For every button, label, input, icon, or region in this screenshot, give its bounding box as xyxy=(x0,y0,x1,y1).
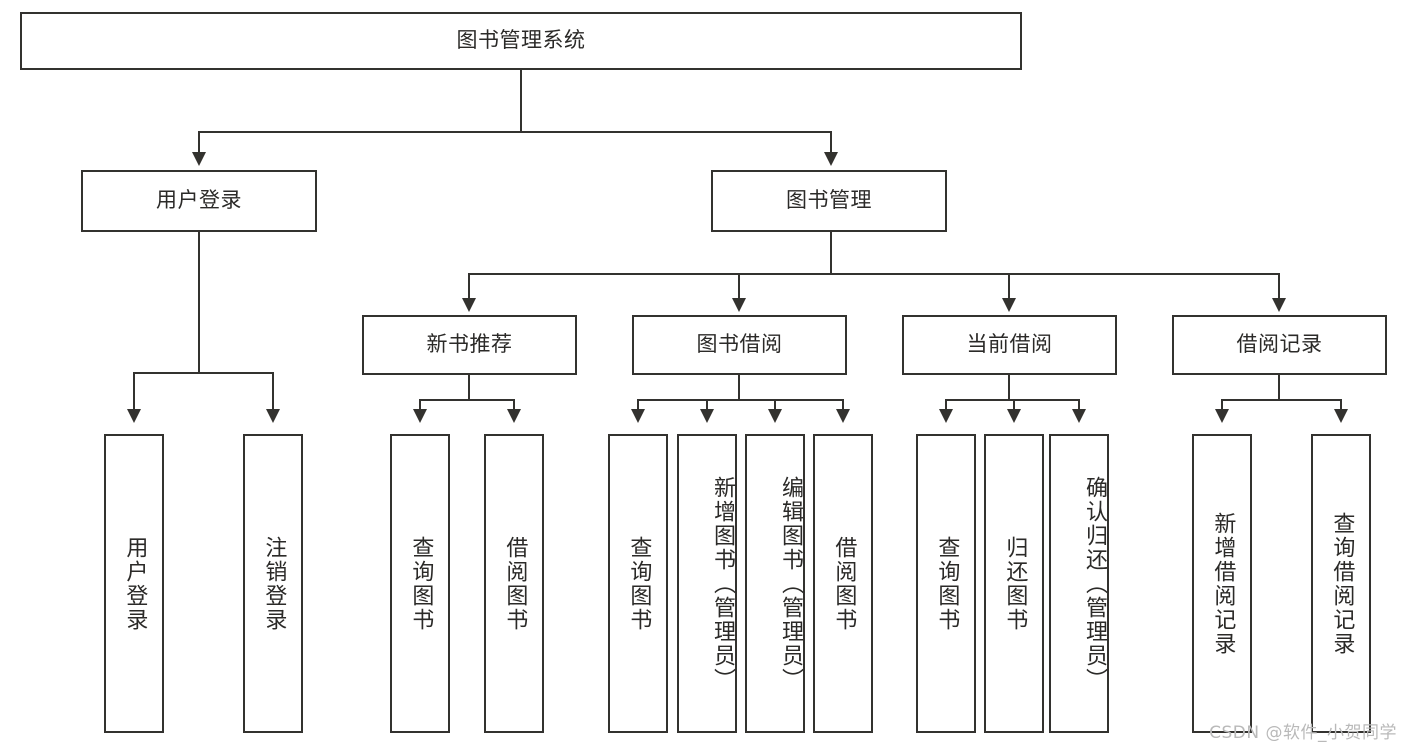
node-leaf-borrow-book-2[interactable]: 借阅图书 xyxy=(813,434,873,733)
connector-root-to-user-login xyxy=(198,131,200,156)
node-current-borrow[interactable]: 当前借阅 xyxy=(902,315,1117,375)
arrow-to-borrow-record xyxy=(1272,298,1286,312)
watermark-text: CSDN @软件_小贺同学 xyxy=(1209,723,1397,743)
arrow-current-borrow-leaf2 xyxy=(1007,409,1021,423)
connector-to-book-borrow xyxy=(738,273,740,301)
connector-new-book-leaf1 xyxy=(419,399,421,411)
connector-root-bus xyxy=(198,131,832,133)
connector-user-login-stem xyxy=(198,232,200,373)
arrow-to-current-borrow xyxy=(1002,298,1016,312)
connector-borrow-record-leaf1 xyxy=(1221,399,1223,411)
node-user-login[interactable]: 用户登录 xyxy=(81,170,317,232)
connector-to-current-borrow xyxy=(1008,273,1010,301)
node-leaf-user-login[interactable]: 用户登录 xyxy=(104,434,164,733)
node-root[interactable]: 图书管理系统 xyxy=(20,12,1022,70)
arrow-book-borrow-leaf4 xyxy=(836,409,850,423)
connector-to-new-book-recommend xyxy=(468,273,470,301)
node-borrow-record[interactable]: 借阅记录 xyxy=(1172,315,1387,375)
arrow-new-book-leaf2 xyxy=(507,409,521,423)
arrow-new-book-leaf1 xyxy=(413,409,427,423)
node-new-book-recommend[interactable]: 新书推荐 xyxy=(362,315,577,375)
connector-borrow-record-bus xyxy=(1221,399,1341,401)
arrow-book-borrow-leaf2 xyxy=(700,409,714,423)
node-leaf-confirm-return[interactable]: 确认归还（管理员） xyxy=(1049,434,1109,733)
node-leaf-edit-book[interactable]: 编辑图书（管理员） xyxy=(745,434,805,733)
node-leaf-logout[interactable]: 注销登录 xyxy=(243,434,303,733)
node-leaf-add-book[interactable]: 新增图书（管理员） xyxy=(677,434,737,733)
arrow-root-to-book-manage xyxy=(824,152,838,166)
connector-current-borrow-stem xyxy=(1008,375,1010,400)
connector-borrow-record-leaf2 xyxy=(1340,399,1342,411)
connector-book-borrow-leaf1 xyxy=(637,399,639,411)
node-leaf-query-book-1[interactable]: 查询图书 xyxy=(390,434,450,733)
connector-book-borrow-leaf2 xyxy=(706,399,708,411)
connector-borrow-record-stem xyxy=(1278,375,1280,400)
connector-book-borrow-leaf3 xyxy=(774,399,776,411)
connector-current-borrow-leaf2 xyxy=(1013,399,1015,411)
arrow-book-borrow-leaf1 xyxy=(631,409,645,423)
connector-book-manage-bus xyxy=(468,273,1280,275)
arrow-root-to-user-login xyxy=(192,152,206,166)
connector-root-stem xyxy=(520,70,522,132)
connector-book-borrow-stem xyxy=(738,375,740,400)
connector-new-book-stem xyxy=(468,375,470,400)
arrow-borrow-record-leaf1 xyxy=(1215,409,1229,423)
arrow-user-login-leaf2 xyxy=(266,409,280,423)
arrow-book-borrow-leaf3 xyxy=(768,409,782,423)
node-leaf-query-book-2[interactable]: 查询图书 xyxy=(608,434,668,733)
node-book-manage[interactable]: 图书管理 xyxy=(711,170,947,232)
arrow-to-book-borrow xyxy=(732,298,746,312)
connector-book-borrow-leaf4 xyxy=(842,399,844,411)
connector-user-login-bus xyxy=(133,372,273,374)
connector-book-manage-stem xyxy=(830,232,832,274)
connector-current-borrow-leaf3 xyxy=(1078,399,1080,411)
connector-current-borrow-bus xyxy=(945,399,1079,401)
connector-to-borrow-record xyxy=(1278,273,1280,301)
node-leaf-query-book-3[interactable]: 查询图书 xyxy=(916,434,976,733)
connector-current-borrow-leaf1 xyxy=(945,399,947,411)
node-leaf-add-record[interactable]: 新增借阅记录 xyxy=(1192,434,1252,733)
node-leaf-query-record[interactable]: 查询借阅记录 xyxy=(1311,434,1371,733)
connector-new-book-leaf2 xyxy=(513,399,515,411)
arrow-current-borrow-leaf3 xyxy=(1072,409,1086,423)
arrow-to-new-book-recommend xyxy=(462,298,476,312)
node-leaf-return-book[interactable]: 归还图书 xyxy=(984,434,1044,733)
arrow-current-borrow-leaf1 xyxy=(939,409,953,423)
node-leaf-borrow-book-1[interactable]: 借阅图书 xyxy=(484,434,544,733)
arrow-user-login-leaf1 xyxy=(127,409,141,423)
node-book-borrow[interactable]: 图书借阅 xyxy=(632,315,847,375)
connector-user-login-leaf2 xyxy=(272,372,274,412)
connector-new-book-bus xyxy=(419,399,515,401)
connector-root-to-book-manage xyxy=(830,131,832,156)
connector-user-login-leaf1 xyxy=(133,372,135,412)
connector-book-borrow-bus xyxy=(637,399,843,401)
arrow-borrow-record-leaf2 xyxy=(1334,409,1348,423)
